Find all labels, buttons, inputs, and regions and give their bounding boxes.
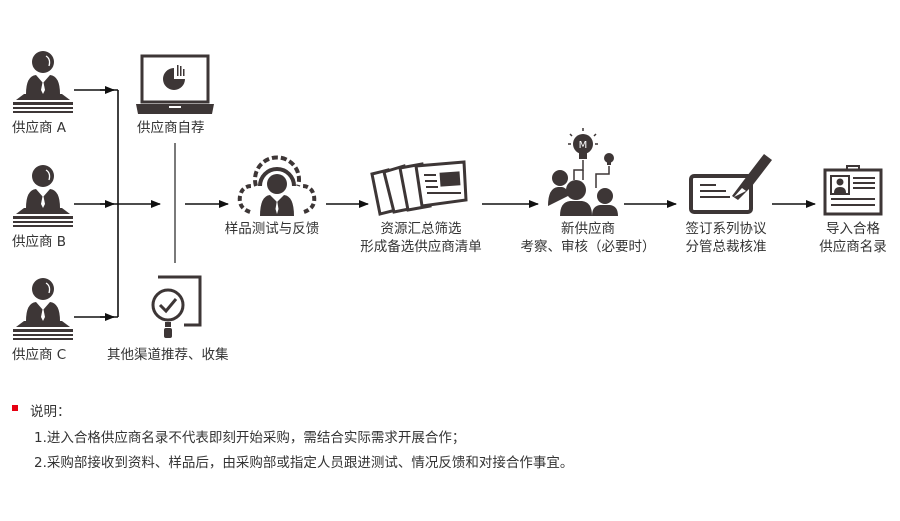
note-item-1: 1.进入合格供应商名录不代表即刻开始采购，需结合实际需求开展合作； bbox=[34, 430, 466, 446]
note-item-2: 2.采购部接收到资料、样品后，由采购部或指定人员跟进测试、情况反馈和对接合作事宜… bbox=[34, 455, 574, 471]
step-5-label-2: 供应商名录 bbox=[819, 239, 887, 255]
supplier-b-label: 供应商 B bbox=[12, 234, 67, 250]
step-2-label-2: 形成备选供应商清单 bbox=[360, 239, 482, 255]
supplier-person-icon bbox=[13, 51, 73, 113]
laptop-chart-icon bbox=[136, 54, 214, 114]
notes-title: 说明： bbox=[30, 404, 71, 420]
self-recommend-label: 供应商自荐 bbox=[137, 120, 205, 136]
step-1-label: 样品测试与反馈 bbox=[224, 221, 320, 237]
magnifier-check-icon bbox=[151, 275, 202, 338]
step-4-label-2: 分管总裁核准 bbox=[685, 239, 767, 255]
step-3-label-2: 考察、审核（必要时） bbox=[520, 239, 656, 255]
gear-person-icon bbox=[237, 155, 317, 216]
supplier-person-icon bbox=[13, 165, 73, 227]
sign-contract-icon bbox=[689, 154, 772, 214]
step-5-label-1: 导入合格 bbox=[826, 221, 880, 237]
supplier-c-label: 供应商 C bbox=[12, 347, 67, 363]
step-3-label-1: 新供应商 bbox=[561, 221, 615, 237]
svg-text:M: M bbox=[579, 140, 588, 151]
supplier-person-icon bbox=[13, 278, 73, 340]
step-2-label-1: 资源汇总筛选 bbox=[380, 221, 462, 237]
other-channel-label: 其他渠道推荐、收集 bbox=[107, 347, 229, 363]
documents-icon bbox=[370, 160, 468, 216]
team-idea-icon: M bbox=[548, 128, 618, 216]
step-4-label-1: 签订系列协议 bbox=[685, 221, 767, 237]
supplier-a-label: 供应商 A bbox=[12, 120, 67, 136]
notes-bullet bbox=[12, 405, 18, 411]
id-card-icon bbox=[823, 165, 883, 216]
